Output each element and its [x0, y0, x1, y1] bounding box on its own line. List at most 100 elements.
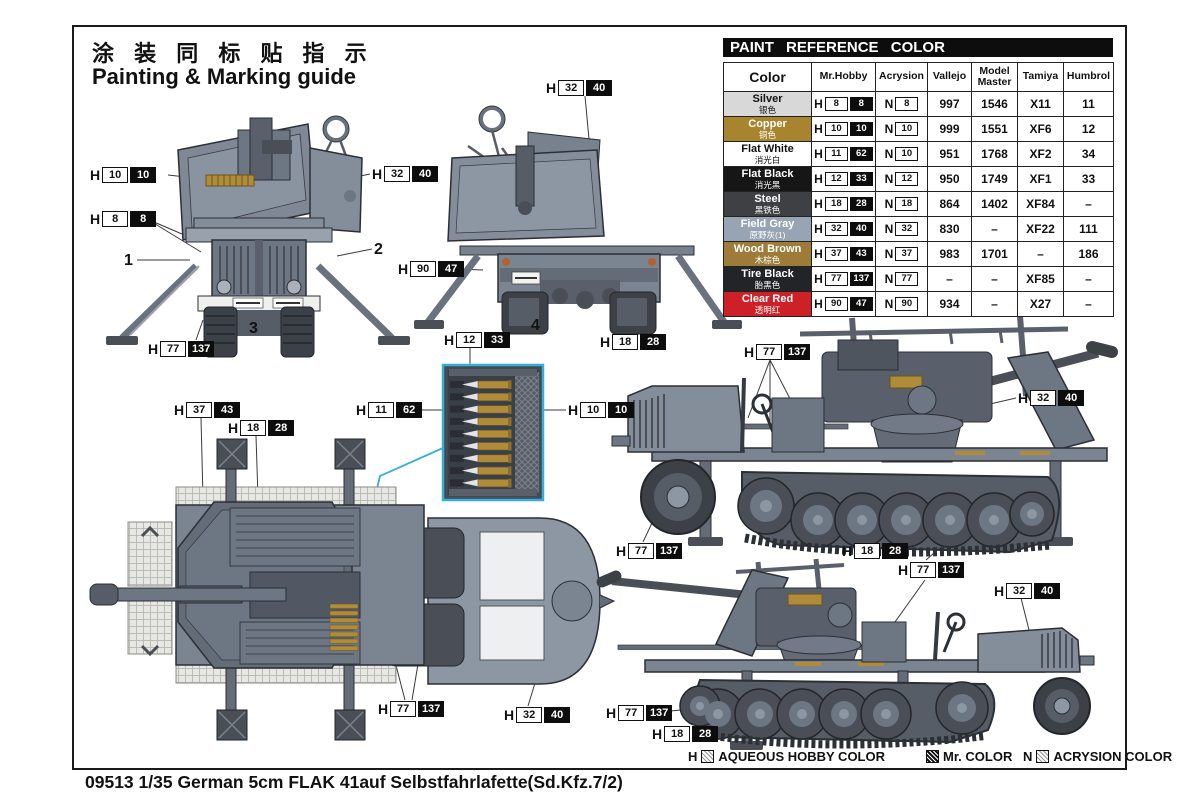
paint-number-box: 10	[895, 147, 919, 161]
paint-number-box: 137	[849, 272, 873, 286]
tamiya-cell: XF84	[1017, 191, 1064, 217]
paint-number-box: 77	[628, 543, 655, 559]
n-letter: N	[884, 247, 894, 261]
paint-number-box: 32	[558, 80, 585, 96]
number-box-icon	[701, 750, 715, 763]
h-letter: H	[814, 222, 823, 236]
n-letter: N	[884, 172, 894, 186]
model-master-cell: 1551	[971, 116, 1018, 142]
color-name-cn: 消光白	[754, 154, 781, 165]
h-letter: H	[814, 247, 823, 261]
paint-number-box: 33	[849, 172, 873, 186]
paint-number-box: 18	[240, 420, 267, 436]
paint-number-box: 18	[824, 197, 848, 211]
paint-number-box: 137	[646, 705, 673, 721]
part-number-callout: 3	[249, 320, 258, 337]
h-letter: H	[814, 272, 823, 286]
paint-number-box: 8	[824, 97, 848, 111]
humbrol-cell: 34	[1063, 141, 1114, 167]
kit-title: 09513 1/35 German 5cm FLAK 41auf Selbstf…	[85, 772, 623, 792]
paint-number-box: 40	[544, 707, 571, 723]
vallejo-cell: 934	[927, 291, 972, 317]
column-header: Humbrol	[1063, 62, 1114, 92]
paint-table-title: PAINT REFERENCE COLOR	[723, 38, 1113, 57]
color-name: Silver	[752, 93, 783, 106]
paint-number-box: 18	[664, 726, 691, 742]
number-box-solid-icon	[926, 750, 939, 763]
paint-number-box: 28	[849, 197, 873, 211]
paint-number-box: 137	[188, 341, 215, 357]
tamiya-cell: XF85	[1017, 266, 1064, 292]
paint-number-box: 33	[484, 332, 511, 348]
legend-prefix: N	[1023, 749, 1033, 764]
humbrol-cell: –	[1063, 266, 1114, 292]
h-letter: H	[356, 402, 367, 418]
paint-number-box: 62	[396, 402, 423, 418]
paint-number-box: 32	[895, 222, 919, 236]
model-master-cell: 1402	[971, 191, 1018, 217]
h-letter: H	[1018, 390, 1029, 406]
h-letter: H	[90, 167, 101, 183]
paint-number-box: 32	[516, 707, 543, 723]
legend-label: Mr. COLOR	[943, 749, 1013, 764]
h-letter: H	[606, 705, 617, 721]
paint-number-box: 12	[895, 172, 919, 186]
h-letter: H	[616, 543, 627, 559]
paint-number-box: 10	[824, 122, 848, 136]
paint-number-box: 90	[410, 261, 437, 277]
side-view-firing-drawing	[596, 558, 1095, 750]
h-letter: H	[372, 166, 383, 182]
tamiya-cell: XF6	[1017, 116, 1064, 142]
paint-number-box: 18	[612, 334, 639, 350]
number-box-icon	[1036, 750, 1050, 763]
color-name-cn: 消光黑	[754, 179, 781, 190]
front-view-drawing	[106, 115, 410, 358]
paint-number-box: 10	[849, 122, 873, 136]
paint-number-box: 43	[849, 247, 873, 261]
h-letter: H	[744, 344, 755, 360]
h-letter: H	[814, 97, 823, 111]
humbrol-cell: 111	[1063, 216, 1114, 242]
tamiya-cell: XF22	[1017, 216, 1064, 242]
h-letter: H	[174, 402, 185, 418]
paint-number-box: 40	[849, 222, 873, 236]
color-name-cn: 银色	[758, 104, 776, 115]
h-letter: H	[568, 402, 579, 418]
vallejo-cell: 830	[927, 216, 972, 242]
paint-number-box: 77	[390, 701, 417, 717]
n-letter: N	[884, 147, 894, 161]
n-letter: N	[884, 97, 894, 111]
top-view-drawing	[89, 438, 616, 741]
paint-number-box: 40	[1058, 390, 1085, 406]
h-letter: H	[378, 701, 389, 717]
column-header: Color	[723, 62, 812, 92]
